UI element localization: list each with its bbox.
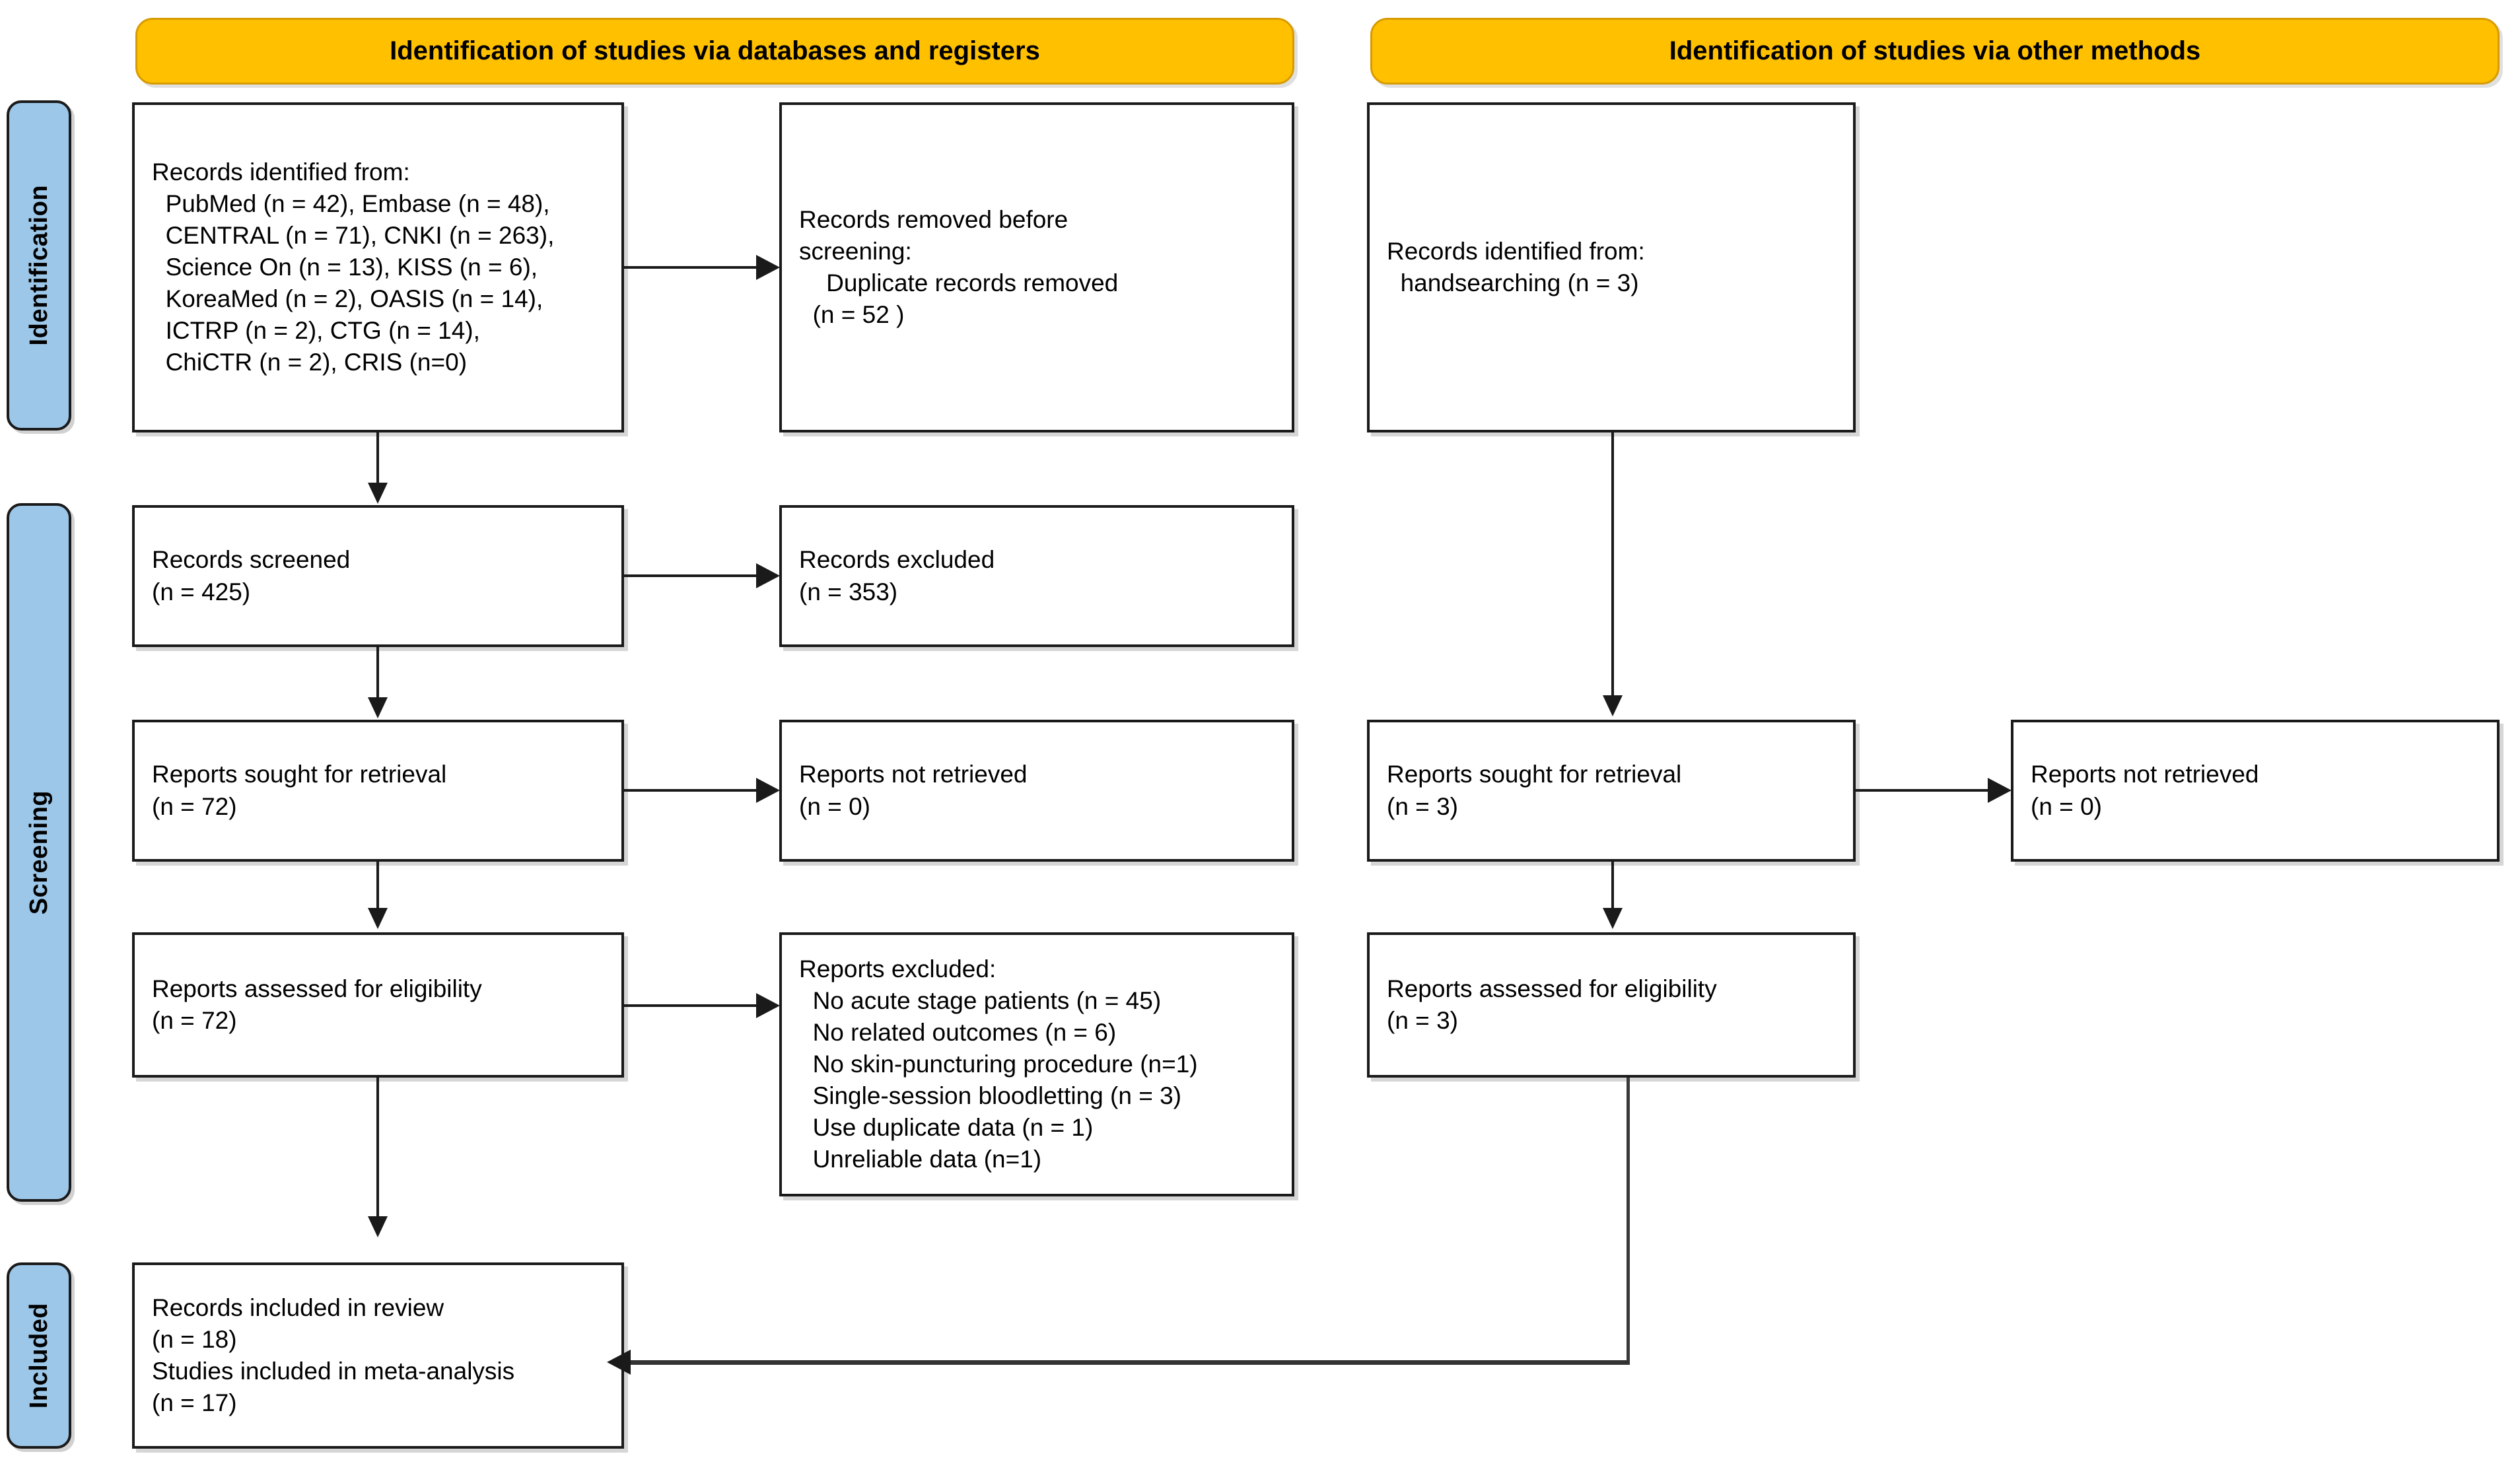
box-records-excluded-line-2: (n = 353)	[799, 578, 898, 605]
connector-other-sought-to-assessed	[1611, 862, 1614, 909]
box-records-identified-databases-heading: Records identified from:	[152, 158, 410, 186]
box-reports-excluded: Reports excluded: No acute stage patient…	[779, 932, 1294, 1196]
box-records-included-line-3: Studies included in meta-analysis	[152, 1358, 515, 1385]
box-reports-assessed-databases-line-1: Reports assessed for eligibility	[152, 975, 482, 1002]
box-records-screened-line-2: (n = 425)	[152, 578, 251, 605]
stage-tab-included-label: Included	[24, 1302, 53, 1409]
connector-identified-to-removed	[624, 266, 756, 269]
box-reports-assessed-databases: Reports assessed for eligibility (n = 72…	[132, 932, 624, 1078]
box-reports-sought-other-line-1: Reports sought for retrieval	[1387, 761, 1682, 788]
box-records-included-line-2: (n = 18)	[152, 1325, 237, 1353]
box-reports-excluded-reason-3: No skin-puncturing procedure (n=1)	[799, 1050, 1198, 1078]
arrowhead-other-assessed-to-included	[607, 1350, 631, 1375]
box-reports-assessed-other: Reports assessed for eligibility (n = 3)	[1367, 932, 1856, 1078]
box-reports-excluded-reason-4: Single-session bloodletting (n = 3)	[799, 1082, 1181, 1110]
box-records-identified-other: Records identified from: handsearching (…	[1367, 102, 1856, 432]
box-records-identified-databases-line-4: KoreaMed (n = 2), OASIS (n = 14),	[152, 285, 543, 313]
box-records-removed-line-3: Duplicate records removed	[799, 269, 1119, 296]
arrowhead-other-sought-to-not-retrieved	[1988, 778, 2012, 803]
box-records-removed-line-2: screening:	[799, 236, 1275, 267]
connector-other-assessed-drop	[1627, 1078, 1630, 1364]
box-reports-excluded-heading: Reports excluded:	[799, 955, 997, 983]
banner-databases-label: Identification of studies via databases …	[390, 36, 1040, 65]
arrowhead-sought-to-assessed	[368, 908, 388, 929]
box-records-removed-before-screening: Records removed before screening: Duplic…	[779, 102, 1294, 432]
box-reports-excluded-reason-6: Unreliable data (n=1)	[799, 1146, 1042, 1173]
stage-tab-identification: Identification	[7, 100, 71, 431]
connector-assessed-to-included	[376, 1078, 379, 1218]
arrowhead-identified-to-screened	[368, 483, 388, 504]
connector-screened-to-sought	[376, 647, 379, 699]
box-records-removed-line-4: (n = 52 )	[799, 301, 905, 329]
connector-identified-to-screened	[376, 432, 379, 484]
box-records-identified-other-line-2: handsearching (n = 3)	[1387, 269, 1639, 296]
box-records-included-line-1: Records included in review	[152, 1293, 444, 1321]
connector-screened-to-excluded	[624, 574, 756, 577]
box-records-excluded: Records excluded (n = 353)	[779, 505, 1294, 647]
box-reports-sought-other: Reports sought for retrieval (n = 3)	[1367, 720, 1856, 862]
connector-other-sought-to-not-retrieved	[1856, 789, 1988, 792]
box-reports-not-retrieved-databases-line-2: (n = 0)	[799, 792, 870, 820]
box-reports-assessed-other-line-1: Reports assessed for eligibility	[1387, 975, 1717, 1002]
box-reports-excluded-reason-5: Use duplicate data (n = 1)	[799, 1114, 1094, 1142]
box-records-excluded-line-1: Records excluded	[799, 546, 995, 574]
banner-other-methods-label: Identification of studies via other meth…	[1669, 36, 2201, 65]
connector-sought-to-assessed	[376, 862, 379, 909]
connector-sought-to-not-retrieved	[624, 789, 756, 792]
stage-tab-screening-label: Screening	[24, 790, 53, 915]
box-records-identified-databases-line-5: ICTRP (n = 2), CTG (n = 14),	[152, 317, 480, 345]
box-records-included-line-4: (n = 17)	[152, 1389, 237, 1417]
connector-assessed-to-reports-excluded	[624, 1004, 756, 1007]
arrowhead-assessed-to-included	[368, 1216, 388, 1237]
box-reports-sought-databases-line-1: Reports sought for retrieval	[152, 761, 447, 788]
box-reports-not-retrieved-other: Reports not retrieved (n = 0)	[2011, 720, 2500, 862]
box-records-identified-databases-line-6: ChiCTR (n = 2), CRIS (n=0)	[152, 349, 468, 376]
arrowhead-screened-to-excluded	[756, 563, 780, 588]
box-reports-sought-databases-line-2: (n = 72)	[152, 792, 237, 820]
box-reports-not-retrieved-databases: Reports not retrieved (n = 0)	[779, 720, 1294, 862]
box-records-screened-line-1: Records screened	[152, 546, 351, 574]
box-reports-assessed-other-line-2: (n = 3)	[1387, 1007, 1458, 1034]
stage-tab-screening: Screening	[7, 503, 71, 1202]
box-records-removed-italic-before: before	[998, 205, 1068, 233]
box-records-removed-prefix: Records removed	[799, 205, 999, 233]
box-reports-not-retrieved-other-line-1: Reports not retrieved	[2031, 761, 2259, 788]
box-records-identified-databases: Records identified from: PubMed (n = 42)…	[132, 102, 624, 432]
connector-other-assessed-to-included	[631, 1360, 1630, 1365]
box-reports-excluded-reason-1: No acute stage patients (n = 45)	[799, 986, 1162, 1014]
stage-tab-included: Included	[7, 1262, 71, 1449]
box-reports-sought-other-line-2: (n = 3)	[1387, 792, 1458, 820]
box-records-identified-databases-line-1: PubMed (n = 42), Embase (n = 48),	[152, 190, 550, 217]
box-records-removed-line-1: Records removed before	[799, 204, 1275, 236]
arrowhead-other-identified-to-sought	[1603, 695, 1623, 716]
box-records-screened: Records screened (n = 425)	[132, 505, 624, 647]
arrowhead-other-sought-to-assessed	[1603, 908, 1623, 929]
arrowhead-sought-to-not-retrieved	[756, 778, 780, 803]
box-records-identified-other-line-1: Records identified from:	[1387, 237, 1645, 265]
arrowhead-assessed-to-reports-excluded	[756, 993, 780, 1018]
banner-databases: Identification of studies via databases …	[135, 18, 1294, 85]
connector-other-identified-to-sought	[1611, 432, 1614, 697]
box-records-identified-databases-line-3: Science On (n = 13), KISS (n = 6),	[152, 253, 538, 281]
arrowhead-screened-to-sought	[368, 697, 388, 718]
box-reports-not-retrieved-other-line-2: (n = 0)	[2031, 792, 2102, 820]
box-reports-assessed-databases-line-2: (n = 72)	[152, 1007, 237, 1034]
banner-other-methods: Identification of studies via other meth…	[1370, 18, 2500, 85]
box-records-included: Records included in review (n = 18) Stud…	[132, 1262, 624, 1449]
stage-tab-identification-label: Identification	[24, 185, 53, 346]
box-reports-excluded-reason-2: No related outcomes (n = 6)	[799, 1018, 1117, 1046]
arrowhead-identified-to-removed	[756, 255, 780, 280]
box-records-removed-italic-screening: screening	[799, 237, 905, 265]
box-reports-not-retrieved-databases-line-1: Reports not retrieved	[799, 761, 1028, 788]
box-records-removed-colon: :	[905, 237, 912, 265]
box-records-identified-databases-line-2: CENTRAL (n = 71), CNKI (n = 263),	[152, 221, 555, 249]
box-reports-sought-databases: Reports sought for retrieval (n = 72)	[132, 720, 624, 862]
